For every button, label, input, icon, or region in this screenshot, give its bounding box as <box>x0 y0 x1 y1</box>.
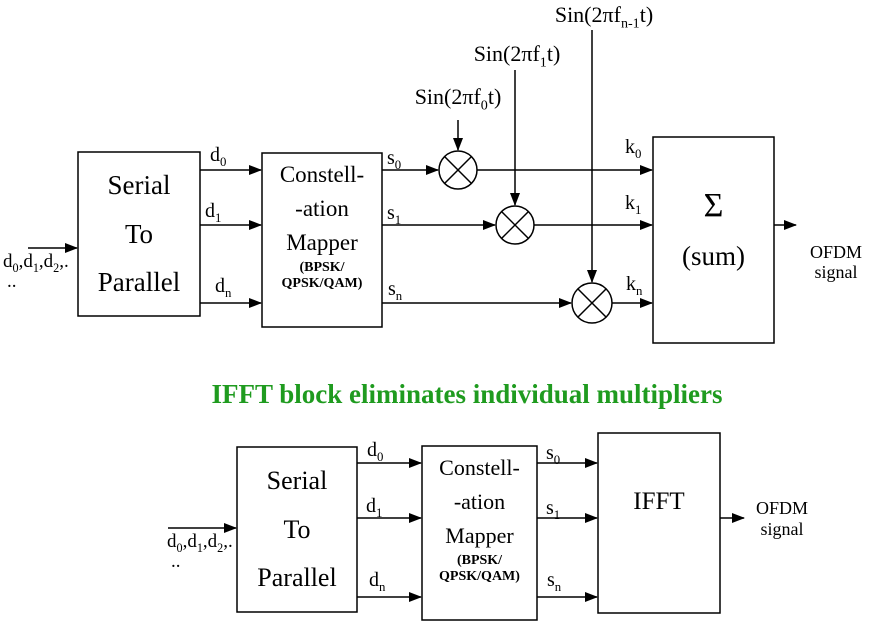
block-text-line: -ation <box>453 489 506 514</box>
input-stream-label-top-cont: .. <box>7 271 17 292</box>
block-text-line: Mapper <box>445 523 514 548</box>
block-subtext-line: QPSK/QAM) <box>439 569 520 584</box>
label-s0-bottom: s0 <box>546 442 561 467</box>
label-k0: k0 <box>625 136 642 161</box>
multiplier-icon <box>571 282 613 324</box>
block-text-line: Constell- <box>439 455 520 480</box>
label-d1-top: d1 <box>205 200 222 225</box>
block-text-line: Parallel <box>97 267 181 298</box>
multiplier-cross <box>444 156 472 184</box>
label-sn-bottom: sn <box>547 569 562 594</box>
constellation-mapper-label-top: Constell- -ation Mapper (BPSK/ QPSK/QAM) <box>262 153 382 327</box>
block-text-line: -ation <box>295 196 349 221</box>
output-text-line: signal <box>760 518 804 539</box>
label-sin-f0: Sin(2πf0t) <box>414 84 502 114</box>
block-text-line: To <box>124 218 154 249</box>
output-text-line: OFDM <box>809 242 862 262</box>
multiplier-icon <box>495 205 535 245</box>
label-d0-bottom: d0 <box>367 439 384 464</box>
ifft-label: IFFT <box>633 488 685 515</box>
output-text-line: signal <box>814 261 858 282</box>
constellation-mapper-box-top <box>261 152 383 328</box>
label-sn-top: sn <box>388 278 403 303</box>
label-kn: kn <box>626 273 643 298</box>
label-d0-top: d0 <box>210 144 227 169</box>
label-s1-bottom: s1 <box>546 497 561 522</box>
diagram-title: IFFT block eliminates individual multipl… <box>211 379 723 409</box>
label-sin-f1: Sin(2πf1t) <box>473 41 561 71</box>
multiplier-cross <box>501 211 529 239</box>
label-dn-bottom: dn <box>369 569 386 594</box>
constellation-mapper-label-bottom: Constell- -ation Mapper (BPSK/ QPSK/QAM) <box>422 446 537 620</box>
block-subtext-line: (BPSK/ <box>299 260 345 275</box>
input-stream-label-bottom: d0,d1,d2,. <box>167 531 233 555</box>
ofdm-signal-label-top: OFDM signal <box>801 242 871 283</box>
input-stream-label-bottom-cont: .. <box>171 551 181 572</box>
label-k1: k1 <box>625 192 642 217</box>
label-dn-top: dn <box>215 275 232 300</box>
sum-caption: (sum) <box>682 241 745 271</box>
serial-to-parallel-label-top: Serial To Parallel <box>78 152 200 316</box>
serial-to-parallel-box-bottom <box>236 446 358 613</box>
label-s0-top: s0 <box>387 147 402 172</box>
ofdm-signal-label-bottom: OFDM signal <box>747 498 817 539</box>
input-stream-label-top: d0,d1,d2,. <box>3 251 69 275</box>
block-text-line: Serial <box>266 465 328 495</box>
serial-to-parallel-box-top <box>77 151 201 317</box>
block-subtext-line: (BPSK/ <box>456 553 503 568</box>
block-subtext-line: QPSK/QAM) <box>281 276 363 291</box>
label-s1-top: s1 <box>387 202 402 227</box>
block-text-line: To <box>283 514 311 544</box>
constellation-mapper-box-bottom <box>421 445 538 621</box>
multiplier-cross <box>577 288 607 318</box>
block-text-line: Serial <box>107 169 171 200</box>
block-text-line: Constell- <box>279 162 365 187</box>
sum-sigma-symbol: Σ <box>703 187 724 224</box>
serial-to-parallel-label-bottom: Serial To Parallel <box>237 447 357 612</box>
sum-box <box>652 136 775 344</box>
multiplier-icon <box>438 150 478 190</box>
label-sin-fn-1: Sin(2πfn-1t) <box>554 2 654 32</box>
output-text-line: OFDM <box>755 498 808 518</box>
label-d1-bottom: d1 <box>366 495 383 520</box>
block-text-line: Mapper <box>286 230 358 255</box>
ifft-box <box>597 432 721 614</box>
block-text-line: Parallel <box>257 563 337 593</box>
